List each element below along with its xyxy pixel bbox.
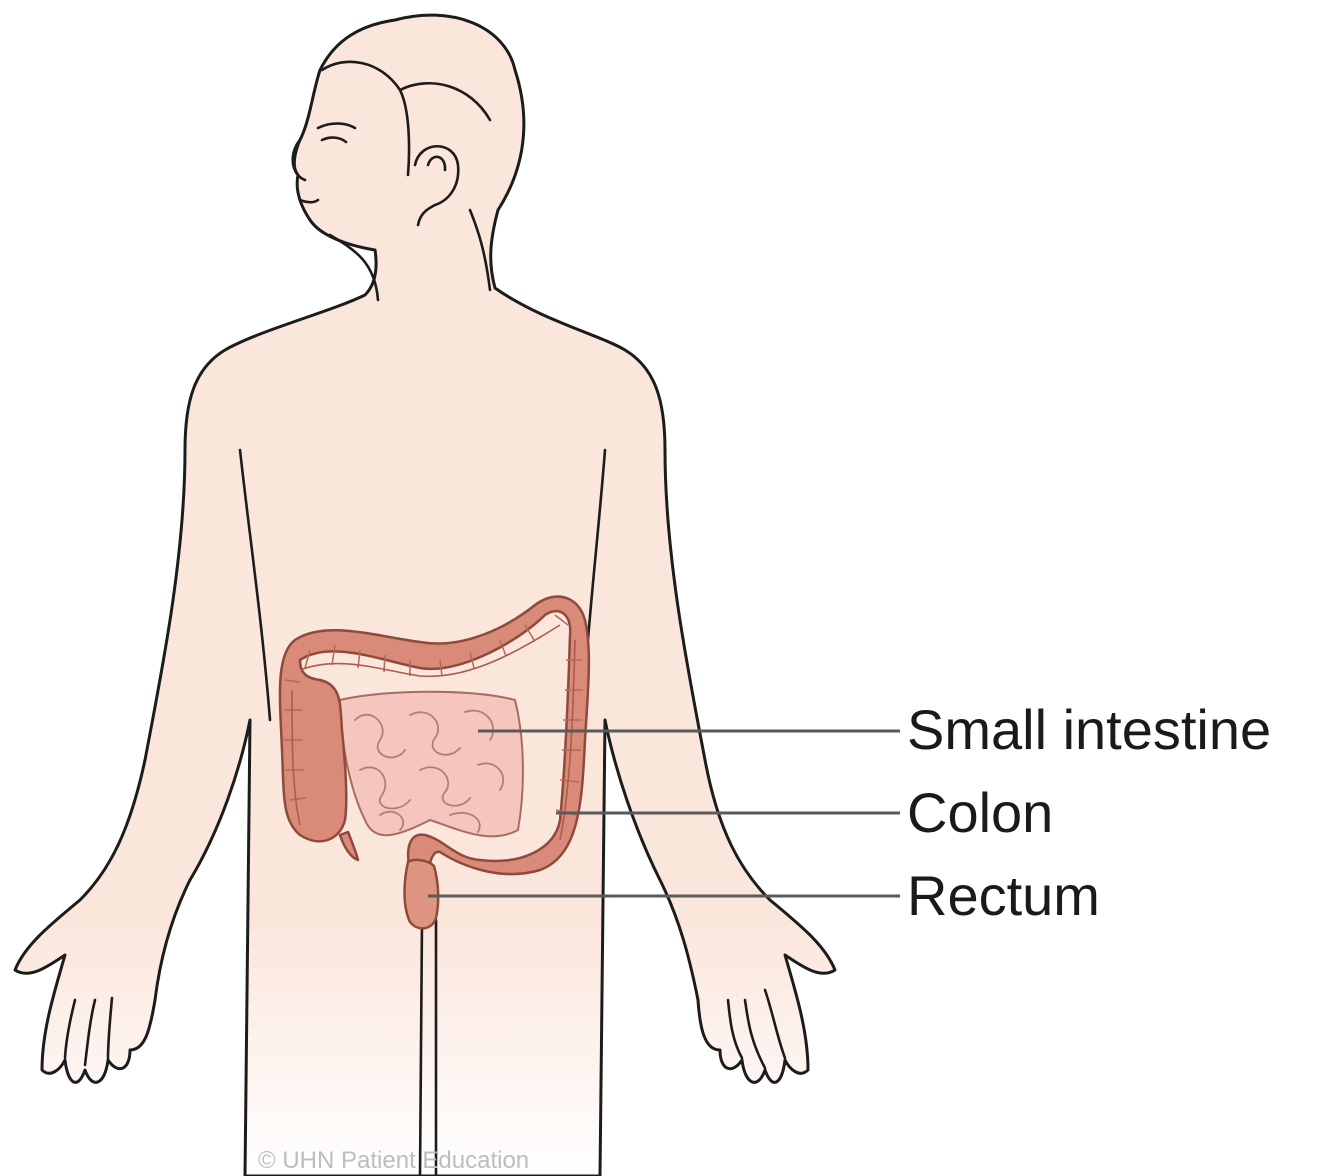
rectum-label: Rectum: [907, 864, 1100, 927]
colon-label: Colon: [907, 781, 1053, 844]
rectum: [405, 860, 439, 928]
small-intestine: [340, 692, 523, 837]
credit-text: © UHN Patient Education: [258, 1147, 529, 1174]
body-outline: [15, 15, 835, 1176]
human-figure: [15, 15, 835, 1176]
small-intestine-label: Small intestine: [907, 698, 1271, 761]
